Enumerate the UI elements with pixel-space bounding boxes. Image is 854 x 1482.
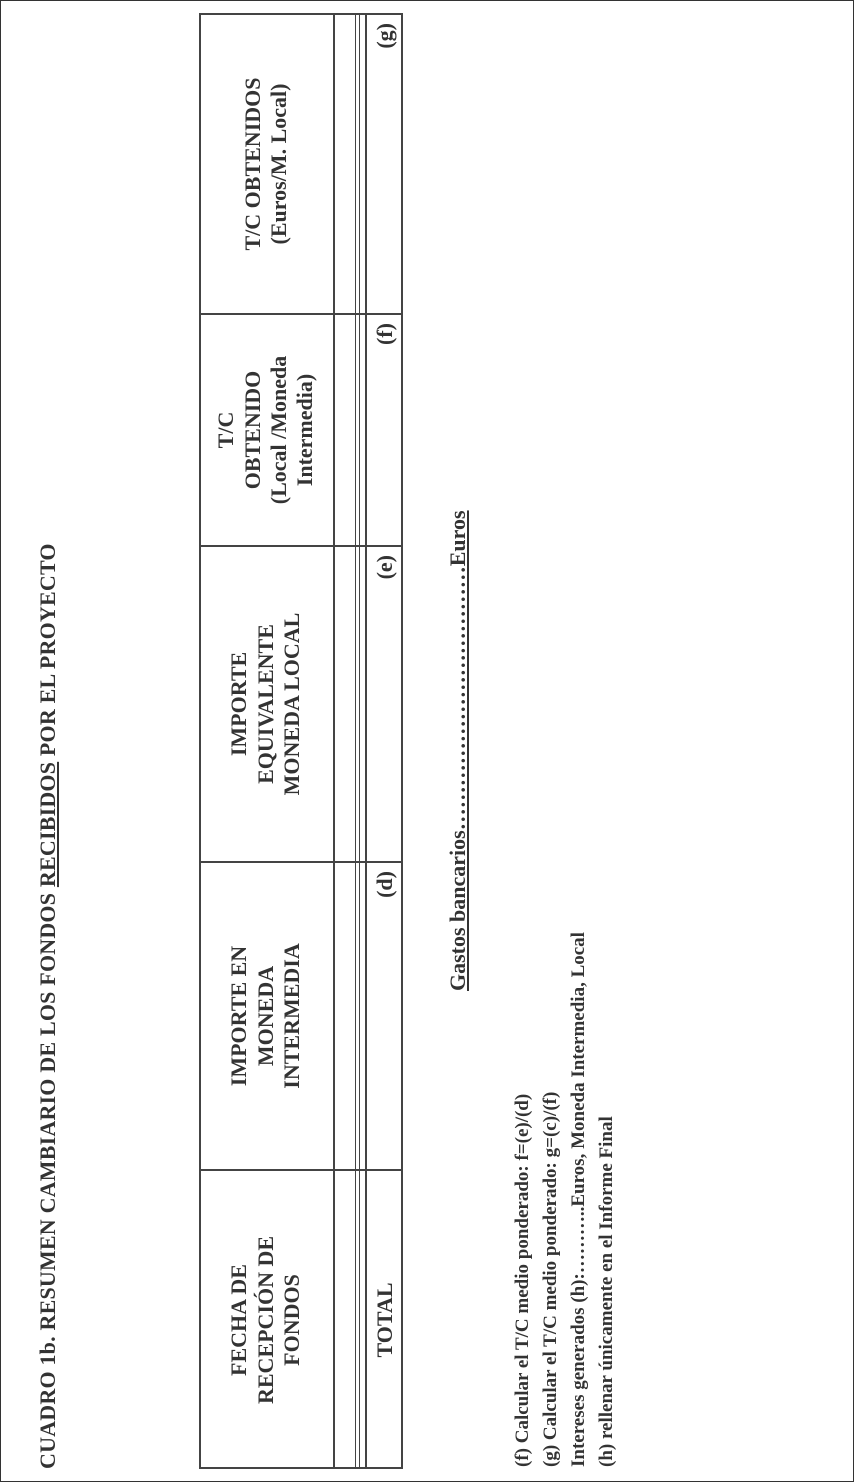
total-cell-g: (g) — [372, 23, 397, 49]
exchange-summary-table: FECHA DE RECEPCIÓN DE FONDOS IMPORTE EN … — [21, 13, 403, 1469]
total-cell-d: (d) — [372, 871, 397, 898]
footnote-h: (h) rellenar únicamente en el Informe Fi… — [596, 1116, 617, 1467]
gastos-bancarios-line: Gastos bancarios………………………………Euros — [445, 510, 470, 991]
footnotes: (f) Calcular el T/C medio ponderado: f=(… — [509, 932, 621, 1467]
footnote-f: (f) Calcular el T/C medio ponderado: f=(… — [512, 1093, 533, 1467]
footnote-intereses: Intereses generados (h):………..Euros, Mone… — [568, 932, 589, 1467]
header-importe-moneda-intermedia: IMPORTE EN MONEDA INTERMEDIA — [226, 943, 305, 1089]
total-label: TOTAL — [372, 1282, 397, 1358]
header-importe-moneda-local: IMPORTE EQUIVALENTE MONEDA LOCAL — [226, 612, 305, 796]
table-header-divider — [333, 13, 335, 1469]
footnote-g: (g) Calcular el T/C medio ponderado: g=(… — [540, 1091, 561, 1467]
table-empty-row-line — [359, 13, 360, 1469]
total-cell-e: (e) — [372, 555, 397, 580]
table-empty-row-line — [355, 13, 356, 1469]
total-cell-f: (f) — [372, 323, 397, 345]
header-fecha-recepcion: FECHA DE RECEPCIÓN DE FONDOS — [226, 1235, 305, 1405]
header-tc-local-intermedia: T/C OBTENIDO (Local /Moneda Intermedia) — [213, 355, 318, 505]
header-tc-euros-local: T/C OBTENIDOS (Euros/M. Local) — [239, 77, 291, 251]
